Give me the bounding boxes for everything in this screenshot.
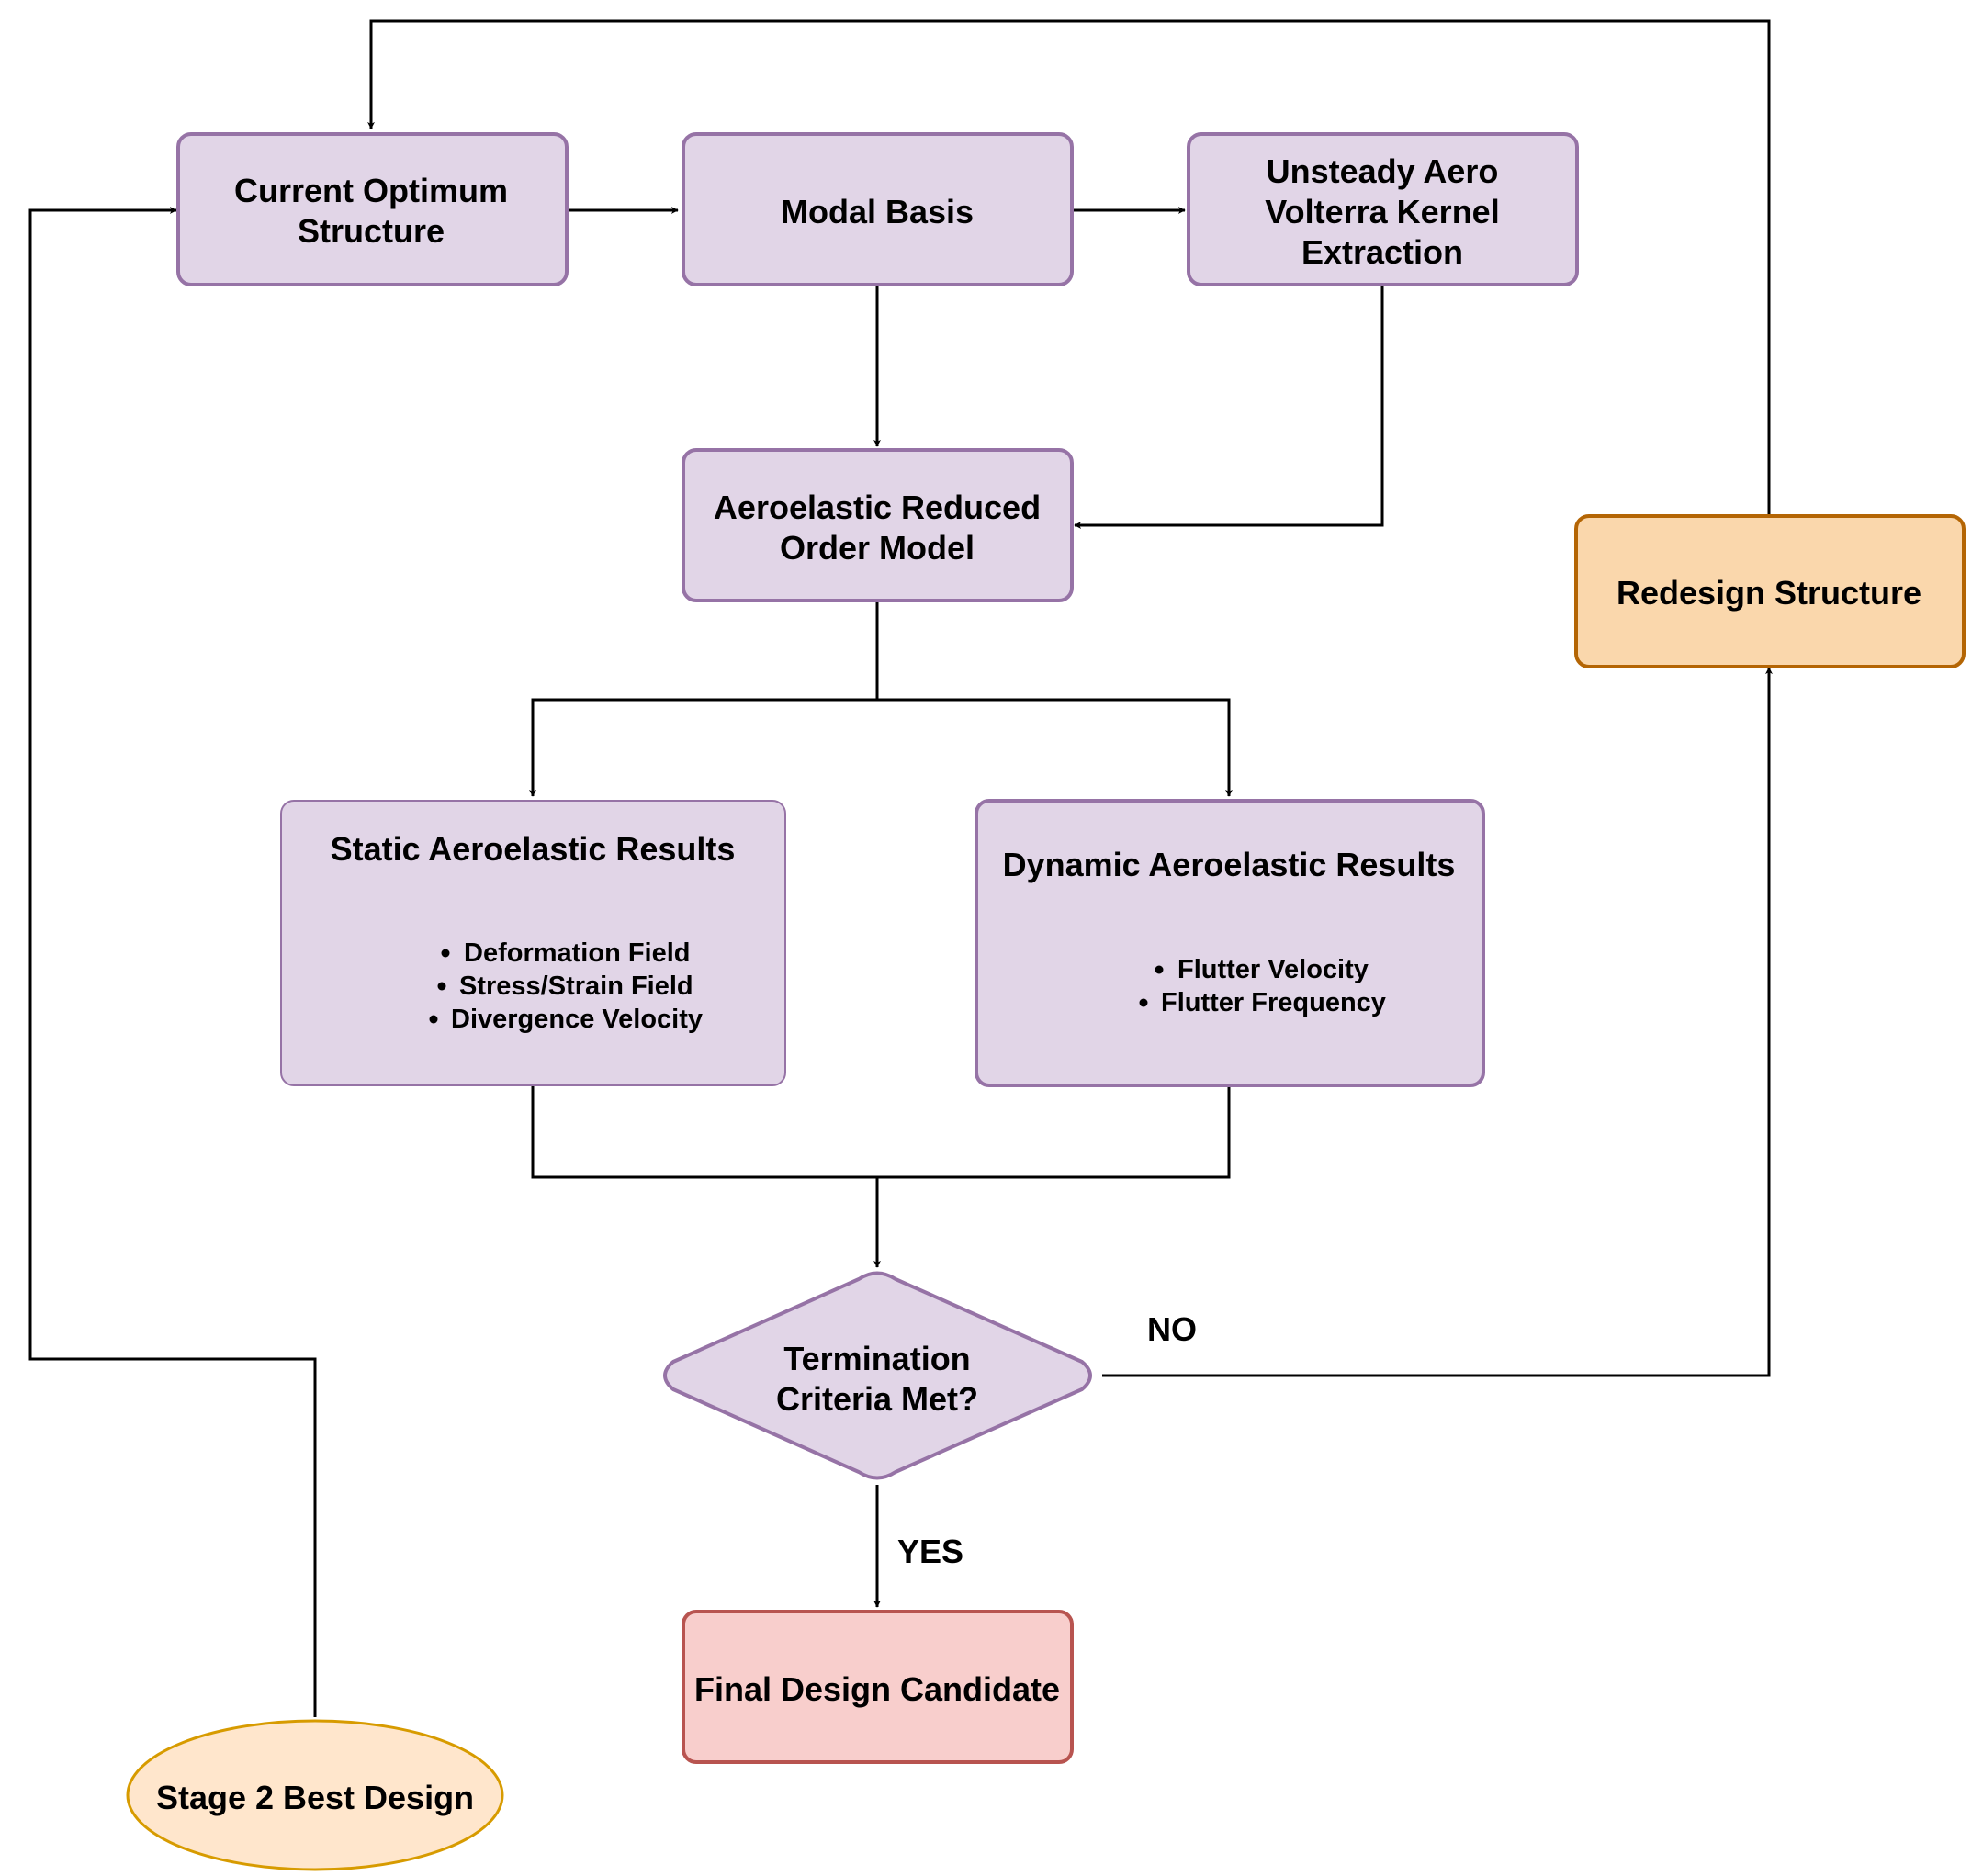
edges xyxy=(28,19,1773,1717)
node-rom-line-1: Aeroelastic Reduced xyxy=(714,489,1041,526)
node-termination-line-1: Termination xyxy=(783,1340,970,1377)
node-unsteady-aero-line-3: Extraction xyxy=(1301,233,1463,271)
edge-static-results-to-termination xyxy=(531,1085,881,1268)
node-current-optimum-structure: Current Optimum Structure xyxy=(176,132,569,286)
static-bullet-stress-strain-field: Stress/Strain Field xyxy=(459,972,693,1001)
edge-rom-to-dynamic-results xyxy=(877,698,1233,797)
edge-stage2-to-current-optimum xyxy=(28,207,317,1717)
node-termination-shape xyxy=(663,1271,1092,1480)
edge-rom-to-static-results xyxy=(529,601,879,797)
node-dynamic-results-shape xyxy=(975,799,1485,1087)
bullet-dot xyxy=(437,982,446,991)
node-static-results-title: Static Aeroelastic Results xyxy=(331,830,736,868)
node-unsteady-aero-line-1: Unsteady Aero xyxy=(1267,152,1499,190)
node-current-optimum-line-1: Current Optimum xyxy=(234,172,508,209)
node-current-optimum-line-2: Structure xyxy=(298,212,445,250)
bullet-dot xyxy=(1155,965,1164,974)
node-aeroelastic-rom: Aeroelastic Reduced Order Model xyxy=(682,448,1074,602)
node-modal-basis: Modal Basis xyxy=(682,132,1074,286)
edge-redesign-to-current-optimum xyxy=(367,19,1771,514)
node-final-design-shape xyxy=(682,1610,1074,1764)
node-static-results-shape xyxy=(280,800,786,1086)
node-termination-criteria: Termination Criteria Met? xyxy=(663,1271,1092,1480)
node-modal-basis-line-1: Modal Basis xyxy=(781,193,974,230)
static-bullet-divergence-velocity: Divergence Velocity xyxy=(451,1005,703,1034)
node-static-aeroelastic-results: Static Aeroelastic Results Deformation F… xyxy=(280,800,786,1086)
node-final-design-candidate: Final Design Candidate xyxy=(682,1610,1074,1764)
edge-dynamic-results-to-termination xyxy=(877,1085,1231,1179)
node-redesign-line-1: Redesign Structure xyxy=(1617,574,1921,612)
node-stage2-line-1: Stage 2 Best Design xyxy=(156,1779,474,1816)
dynamic-bullet-flutter-frequency: Flutter Frequency xyxy=(1161,988,1386,1017)
node-final-design-line-1: Final Design Candidate xyxy=(694,1670,1060,1708)
node-dynamic-results-title: Dynamic Aeroelastic Results xyxy=(1003,846,1456,883)
node-termination-line-2: Criteria Met? xyxy=(776,1380,978,1418)
node-rom-line-2: Order Model xyxy=(780,529,975,567)
bullet-dot xyxy=(1139,998,1148,1007)
dynamic-bullet-flutter-velocity: Flutter Velocity xyxy=(1177,955,1369,984)
bullet-dot xyxy=(441,949,450,958)
node-redesign-structure: Redesign Structure xyxy=(1574,514,1966,668)
edge-label-no: NO xyxy=(1147,1310,1197,1348)
edge-termination-to-redesign xyxy=(1102,667,1773,1377)
static-bullet-deformation-field: Deformation Field xyxy=(464,938,691,968)
node-rom-shape xyxy=(682,448,1074,602)
edge-unsteady-aero-to-rom xyxy=(1074,286,1384,529)
node-current-optimum-shape xyxy=(176,132,569,286)
node-modal-basis-shape xyxy=(682,132,1074,286)
bullet-dot xyxy=(429,1015,438,1024)
node-dynamic-aeroelastic-results: Dynamic Aeroelastic Results Flutter Velo… xyxy=(975,799,1485,1087)
node-unsteady-aero-line-2: Volterra Kernel xyxy=(1265,193,1499,230)
node-stage2-shape xyxy=(126,1719,504,1871)
node-redesign-shape xyxy=(1574,514,1966,668)
node-stage2-best-design: Stage 2 Best Design xyxy=(126,1719,504,1871)
node-unsteady-aero-volterra: Unsteady Aero Volterra Kernel Extraction xyxy=(1187,132,1579,286)
node-unsteady-aero-shape xyxy=(1187,132,1579,286)
edge-label-yes: YES xyxy=(897,1533,963,1570)
